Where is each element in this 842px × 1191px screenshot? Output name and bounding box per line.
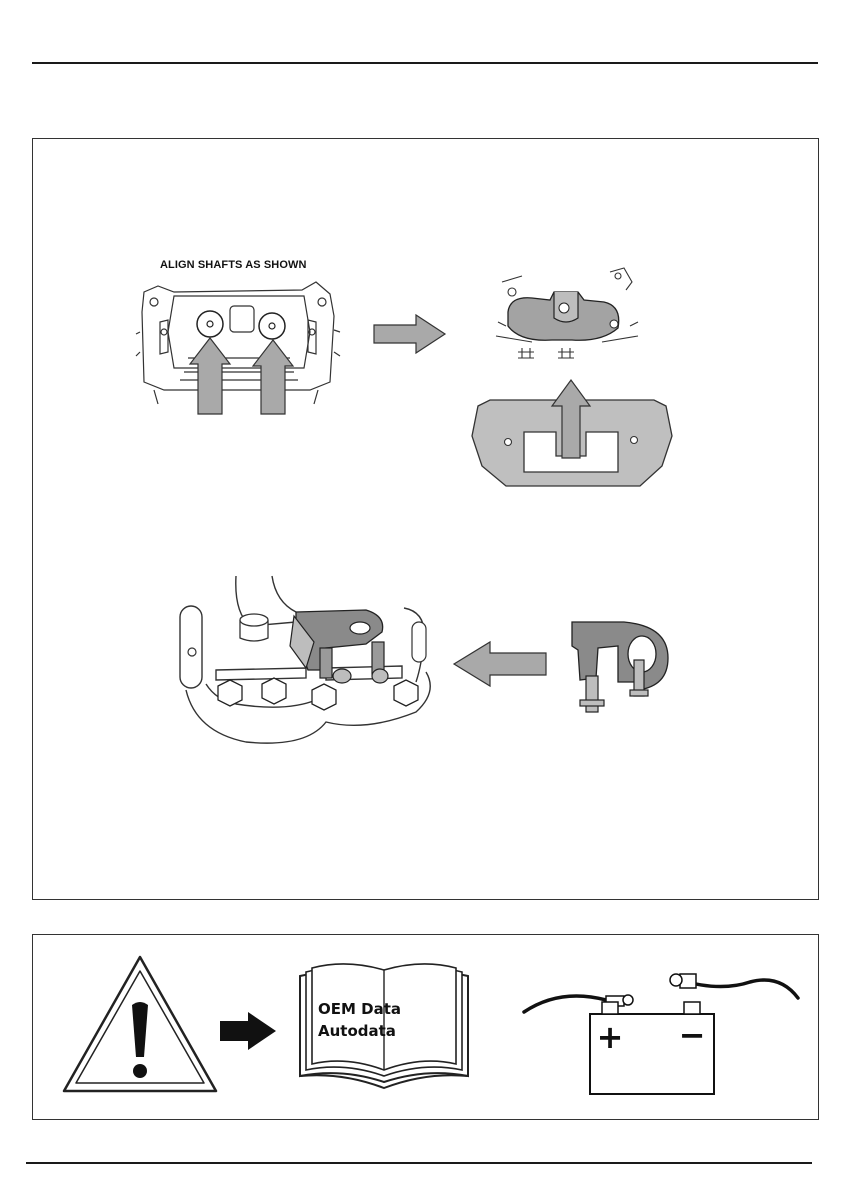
book-line-1: OEM Data (318, 1000, 401, 1018)
engine-shafts-illustration (134, 272, 342, 422)
figure-caption: ALIGN SHAFTS AS SHOWN (160, 259, 307, 271)
exclamation-dot (133, 1064, 147, 1078)
plus-sign: + (597, 1018, 624, 1056)
step-arrow-right (372, 313, 448, 355)
header-rule (32, 62, 818, 64)
bracket-part-illustration (568, 618, 678, 716)
right-shaft-arrow (253, 340, 293, 414)
warning-triangle-icon (60, 953, 220, 1095)
footer-rule (26, 1162, 812, 1164)
arrow-right-icon (218, 1010, 278, 1052)
bracket-installed-illustration (176, 572, 438, 748)
positive-cable (524, 996, 606, 1012)
minus-sign: − (679, 1016, 706, 1054)
installed-cover-illustration (492, 262, 642, 372)
left-shaft-arrow (190, 338, 230, 414)
battery-disconnect-icon: + − (520, 962, 802, 1098)
procedure-frame (32, 138, 819, 900)
positive-terminal (602, 1002, 618, 1014)
step-arrow-left (452, 640, 548, 688)
negative-cable (680, 980, 798, 998)
book-line-2: Autodata (318, 1022, 396, 1040)
tool-plate-illustration (468, 376, 676, 496)
negative-terminal (684, 1002, 700, 1014)
manual-book-icon: OEM Data Autodata (298, 960, 470, 1090)
